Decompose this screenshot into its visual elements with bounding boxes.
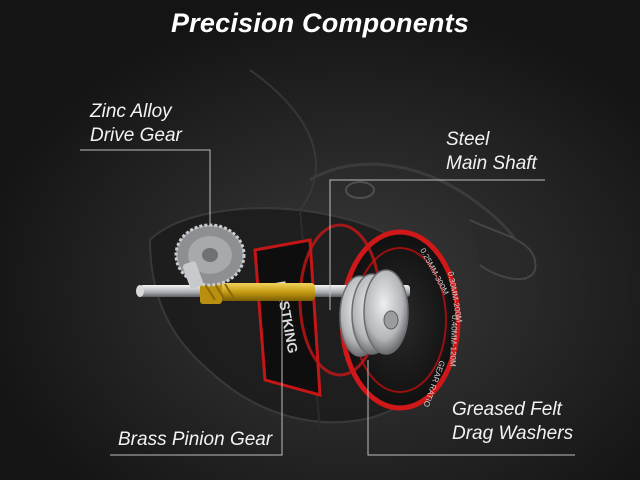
zinc-callout-line bbox=[80, 149, 211, 225]
brass-callout-line bbox=[110, 300, 283, 456]
zinc-label-line1: Zinc Alloy bbox=[90, 101, 172, 122]
brand-band: KASTKING bbox=[253, 238, 322, 397]
felt-label-line2: Drag Washers bbox=[452, 423, 574, 444]
steel-callout-line bbox=[329, 179, 545, 310]
greased-felt-drag-washers-label: Greased Felt Drag Washers bbox=[452, 398, 573, 446]
callout-lines bbox=[80, 149, 575, 456]
steel-label-line1: Steel bbox=[446, 129, 490, 150]
steel-main-shaft-label: Steel Main Shaft bbox=[446, 128, 537, 176]
zinc-alloy-drive-gear bbox=[174, 223, 246, 289]
zinc-alloy-drive-gear-label: Zinc Alloy Drive Gear bbox=[90, 100, 182, 148]
felt-callout-line bbox=[367, 360, 575, 456]
page-title: Precision Components bbox=[170, 8, 470, 38]
drag-washers bbox=[339, 269, 409, 357]
brass-pinion-gear-label: Brass Pinion Gear bbox=[118, 428, 272, 452]
zinc-label-line2: Drive Gear bbox=[90, 125, 182, 146]
felt-label-line1: Greased Felt bbox=[452, 399, 562, 420]
brass-pinion-gear bbox=[200, 280, 315, 304]
brass-label-line1: Brass Pinion Gear bbox=[118, 429, 273, 450]
spool-text-3: 0.40MM-120M bbox=[448, 315, 459, 367]
steel-label-line2: Main Shaft bbox=[446, 153, 537, 174]
shaft-end bbox=[136, 285, 144, 297]
